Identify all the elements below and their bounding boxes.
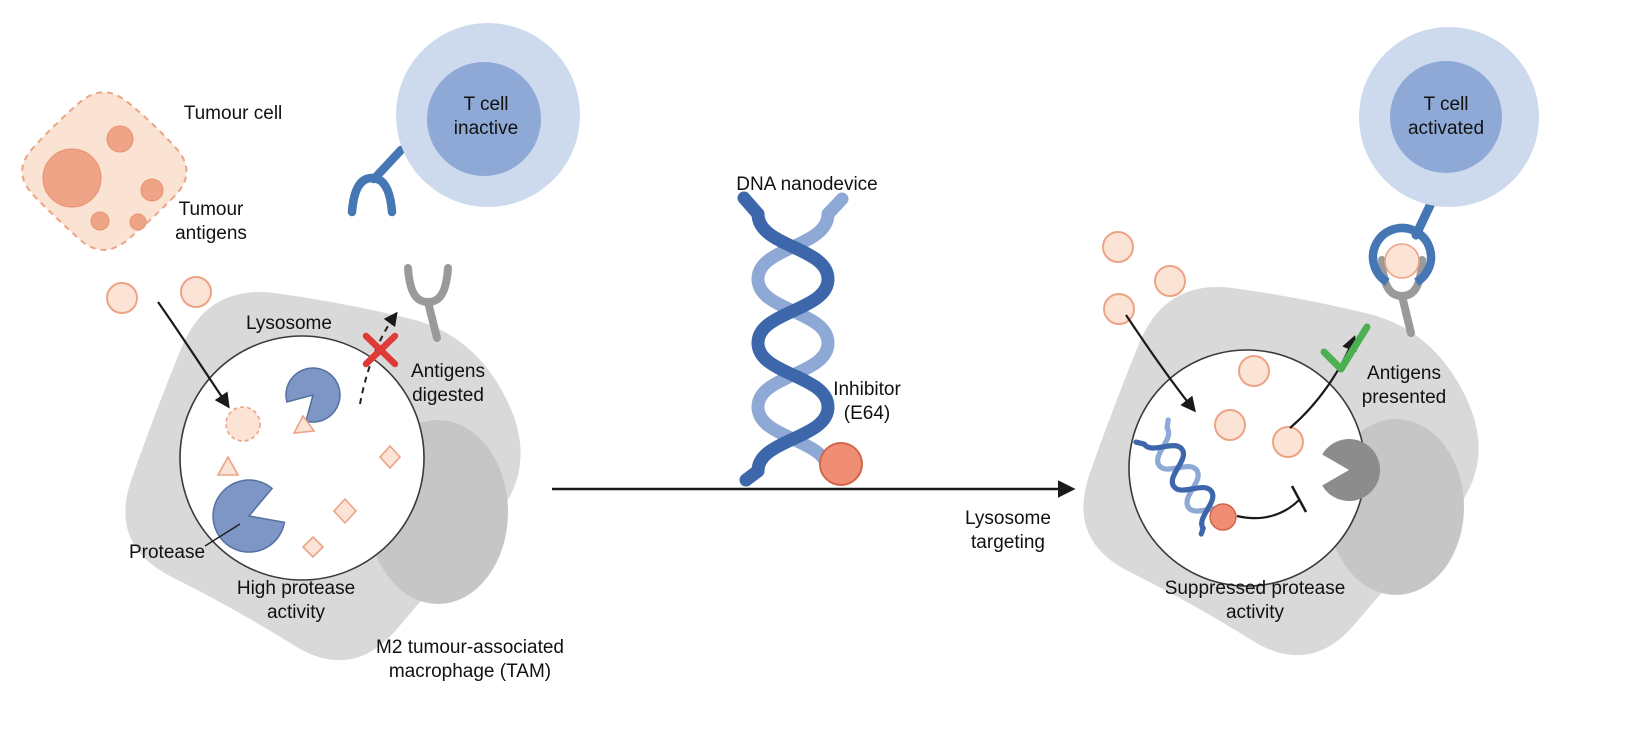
- antigen-intact: [1238, 355, 1270, 387]
- mhc-receptor-gray-left: [404, 264, 452, 342]
- tumour-cell-label: Tumour cell: [183, 103, 283, 125]
- tumour-granule: [90, 211, 110, 231]
- t-cell-nucleus: [1390, 61, 1502, 173]
- tcr-receptor-blue-left: [347, 145, 406, 217]
- antigen-fragment-triangle: [292, 414, 316, 434]
- dna-strand-tip: [821, 192, 849, 221]
- inhibitor-e64-delivered: [1209, 503, 1237, 531]
- dna-nanodevice-helix: [737, 191, 849, 487]
- inhibitor-e64-label: Inhibitor (E64): [833, 379, 901, 424]
- tumour-antigens-right: [1102, 231, 1186, 325]
- tumour-antigens-left: [106, 276, 212, 314]
- antigen-uptake-arrow-right: [1125, 314, 1196, 413]
- lysosome-label: Lysosome: [246, 313, 332, 335]
- protease-pointer-line: [204, 523, 241, 547]
- macrophage-left: [125, 291, 521, 661]
- antigen-circle: [1102, 231, 1134, 263]
- antigen-intact: [1214, 409, 1246, 441]
- dna-nanodevice-label: DNA nanodevice: [736, 174, 878, 196]
- antigen-presentation-arrow: [1289, 335, 1357, 429]
- tumour-antigens-label: Tumour antigens: [175, 199, 247, 244]
- t-cell-activated-label: T cell activated: [1407, 94, 1485, 139]
- antigens-presented-label: Antigens presented: [1361, 363, 1447, 408]
- protease-label: Protease: [128, 542, 206, 564]
- dna-strand-tip: [739, 464, 765, 487]
- antigen-fragment-triangle: [216, 455, 240, 476]
- suppressed-protease-activity-label: Suppressed protease activity: [1164, 578, 1346, 623]
- antigen-fragment-diamond: [301, 535, 325, 559]
- lysosome-contents-left: [212, 367, 402, 559]
- protease-pacman: [285, 367, 341, 423]
- antigen-intact: [1272, 426, 1304, 458]
- antigen-circle: [106, 282, 138, 314]
- antigen-circle: [180, 276, 212, 308]
- lysosome-contents-right: [1136, 355, 1381, 534]
- tumour-granule: [129, 213, 147, 231]
- lysosome-targeting-label: Lysosome targeting: [965, 508, 1051, 553]
- t-cell-activated: [1359, 27, 1539, 207]
- antigen-fragment-diamond: [378, 444, 402, 470]
- t-cell-nucleus: [427, 62, 541, 176]
- dna-strand-front: [751, 207, 835, 478]
- dna-strand-tip: [737, 191, 765, 221]
- blocked-cross-icon: [362, 332, 399, 368]
- macrophage-tam-label: M2 tumour-associated macrophage (TAM): [376, 637, 564, 682]
- antigen-circle: [1154, 265, 1186, 297]
- antigen-being-digested: [225, 406, 261, 442]
- tumour-granule: [106, 125, 134, 153]
- inhibition-bar: [1290, 485, 1308, 513]
- inhibition-line: [1236, 499, 1300, 520]
- protease-suppressed-pacman: [1322, 439, 1381, 501]
- t-cell-inactive-label: T cell inactive: [453, 94, 519, 139]
- tumour-nucleus: [42, 148, 102, 208]
- tumour-cell: [21, 91, 188, 251]
- protease-pacman: [212, 479, 286, 553]
- antigens-digested-label: Antigens digested: [411, 361, 485, 406]
- t-cell-inactive: [396, 23, 580, 207]
- inhibitor-e64: [819, 442, 863, 486]
- antigen-fragment-diamond: [332, 497, 358, 525]
- tumour-granule: [140, 178, 164, 202]
- high-protease-activity-label: High protease activity: [236, 578, 356, 623]
- antigen-presented-circle: [1384, 243, 1420, 279]
- antigen-uptake-arrow-left: [157, 301, 230, 409]
- tumour-cell-body: [21, 91, 188, 251]
- check-icon: [1320, 323, 1371, 373]
- dna-strand-back: [751, 207, 835, 478]
